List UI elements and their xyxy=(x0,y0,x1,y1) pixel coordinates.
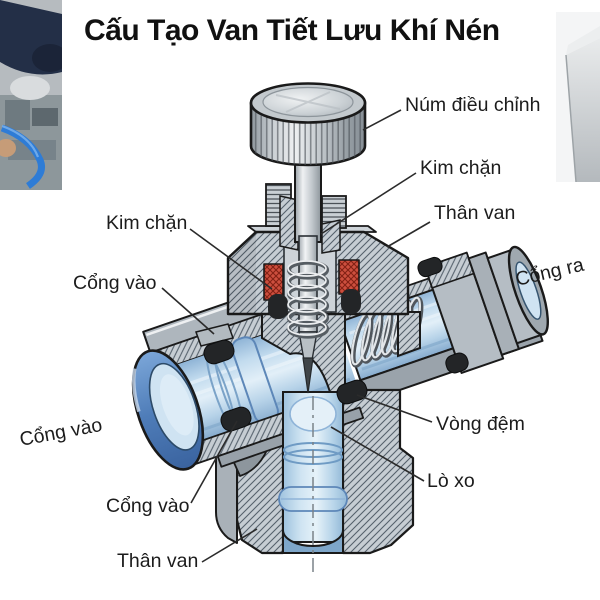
label-than-van-bottom: Thân van xyxy=(117,550,199,572)
threaded-bonnet xyxy=(265,183,347,254)
seal-washer xyxy=(336,379,368,405)
outlet-pipe xyxy=(335,245,549,403)
adjustment-knob xyxy=(249,82,367,167)
label-kim-chan-right: Kim chặn xyxy=(420,157,502,179)
label-than-van-right: Thân van xyxy=(434,202,516,224)
photo-top-left xyxy=(0,0,62,190)
label-lo-xo: Lò xo xyxy=(427,470,475,492)
label-kim-chan-left: Kim chặn xyxy=(106,212,188,234)
label-cong-vao-bottom-center: Cổng vào xyxy=(106,495,190,517)
packing-gland-right xyxy=(338,259,360,295)
lower-bore xyxy=(278,391,348,576)
photo-top-right xyxy=(556,12,600,182)
seal-body-left xyxy=(268,294,288,319)
diagram-title: Cấu Tạo Van Tiết Lưu Khí Nén xyxy=(84,14,500,47)
seal-inlet-top xyxy=(203,339,235,365)
needle-pin xyxy=(298,235,318,394)
leader-lines xyxy=(161,109,433,563)
label-cong-vao-left: Cổng vào xyxy=(73,272,157,294)
seal-outlet-bottom xyxy=(445,352,469,374)
label-vong-dem: Vòng đệm xyxy=(436,413,525,435)
needle-spring xyxy=(286,260,330,339)
label-num-dieu-chinh: Núm điều chỉnh xyxy=(405,94,541,116)
seal-outlet-top xyxy=(417,256,443,278)
o-ring-seals xyxy=(195,256,469,432)
seal-body-right xyxy=(341,289,361,314)
seal-inlet-bottom xyxy=(220,406,252,432)
